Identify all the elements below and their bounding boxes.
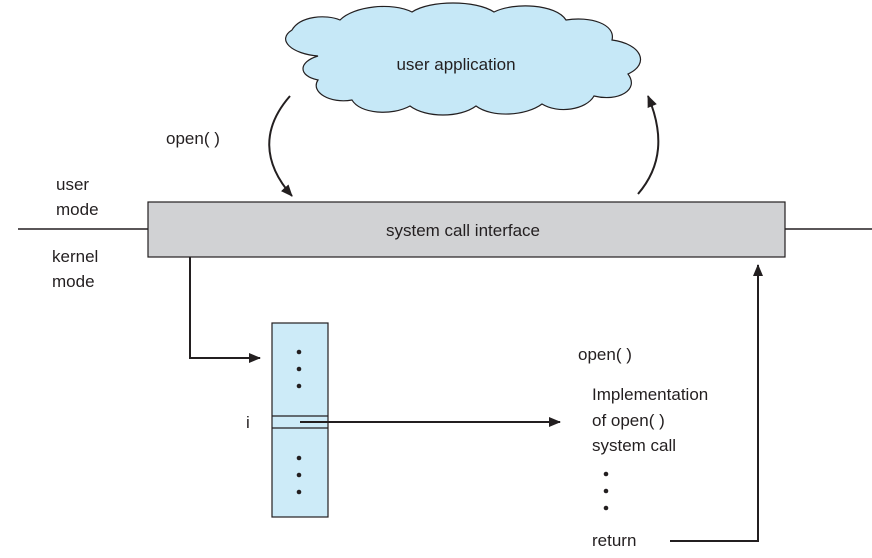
user-application-cloud: user application	[285, 2, 641, 116]
user-mode-label: user mode	[56, 175, 99, 219]
dispatch-arrow	[189, 257, 261, 363]
system-call-interface-label: system call interface	[386, 221, 540, 240]
implementation-name: open( )	[578, 345, 632, 364]
system-call-interface-bar	[147, 201, 786, 258]
kernel-mode-label: kernel mode	[52, 247, 103, 291]
implementation-ellipsis	[603, 471, 609, 511]
implementation-block: open( ) Implementation of open( ) system…	[578, 345, 713, 550]
table-ellipsis-upper	[296, 349, 302, 389]
table-index-label: i	[246, 413, 250, 432]
return-arrow	[670, 264, 763, 542]
implementation-description: Implementation of open( ) system call	[592, 385, 713, 455]
call-arrow	[268, 95, 293, 197]
table-ellipsis-lower	[296, 455, 302, 495]
system-call-table-column	[271, 322, 329, 518]
system-call-table: i	[246, 322, 329, 518]
user-application-label: user application	[396, 55, 515, 74]
return-label: return	[592, 531, 636, 550]
return-to-app-arrow	[637, 95, 660, 195]
open-call-label: open( )	[166, 129, 220, 148]
system-call-interface: system call interface	[147, 201, 786, 258]
cloud-shape	[285, 2, 641, 116]
